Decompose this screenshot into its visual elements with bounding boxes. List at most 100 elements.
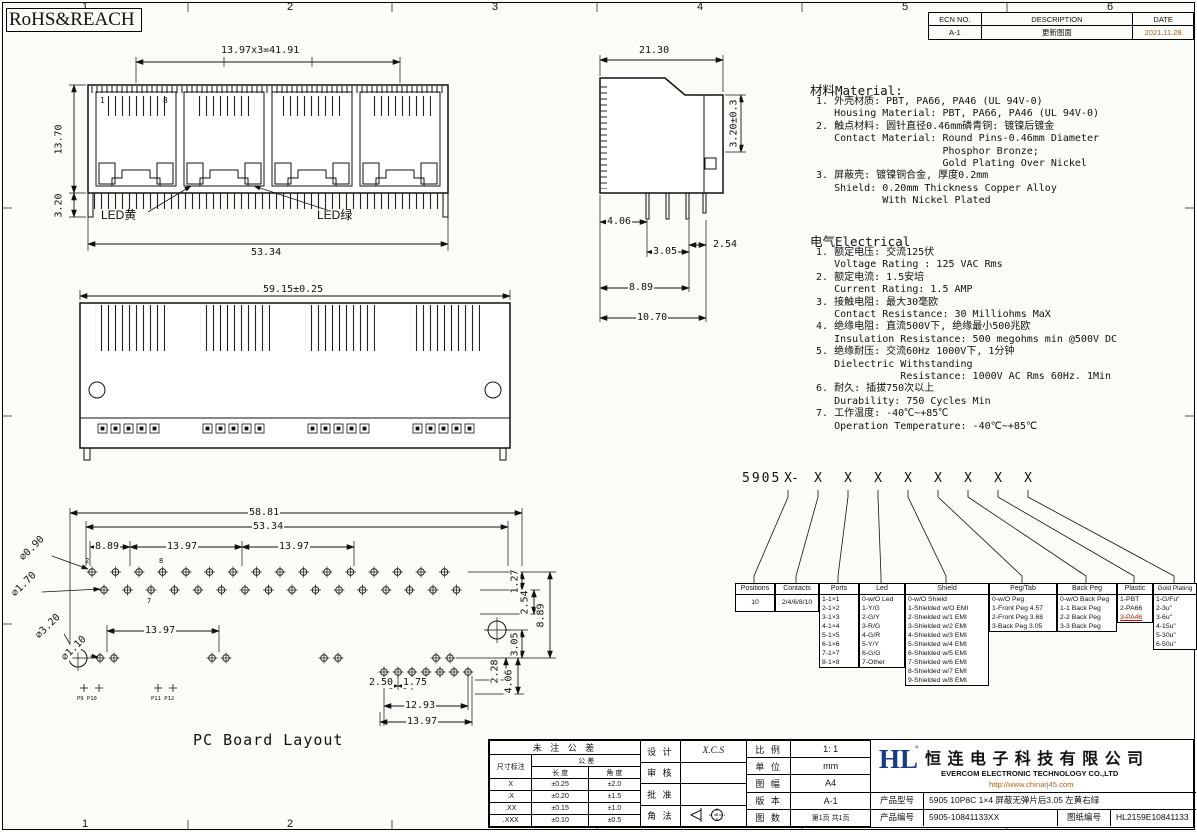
pcb-caption: PC Board Layout (193, 731, 344, 749)
ordering-option: 2-1×2 (822, 605, 840, 612)
unit-label: 单 位 (745, 757, 792, 776)
spec-line: 1. 额定电压: 交流125伏 (810, 247, 935, 258)
ordering-option: 2-G/Y (862, 614, 880, 621)
dim-front-height: 13.70 (53, 123, 65, 156)
tolerance-cell: .XXX (488, 814, 533, 827)
zone-number: 6 (1106, 1, 1114, 13)
ordering-option: 7-Other (862, 659, 886, 666)
spec-line: 2. 额定电流: 1.5安培 (810, 271, 925, 283)
projection-label: 角 法 (640, 804, 681, 827)
signature-table: 设 计 X.C.S 审 核 批 准 角 法 (640, 740, 748, 827)
spec-line: 5. 绝缘耐压: 交流60Hz 1000V下, 1分钟 (810, 346, 1015, 358)
dim-side-e: 10.70 (636, 312, 669, 323)
spec-line: 7. 工作温度: -40℃~+85℃ (810, 408, 949, 420)
company-logo: HL (879, 744, 919, 774)
electrical-spec-lines: 1. 额定电压: 交流125伏 Voltage Rating : 125 VAC… (810, 247, 1117, 433)
logo-mark-icon: ° (915, 744, 919, 754)
spec-line: 6. 耐久: 插拔750次以上 (810, 383, 935, 395)
dim-side-depth: 21.30 (638, 45, 671, 56)
dim-side-c: 2.54 (712, 239, 739, 250)
revision-value: A-1 (790, 791, 871, 810)
ordering-option: 3-Shielded w/2 EMI (908, 623, 967, 630)
pages-value: 第1页 共1页 (790, 808, 871, 827)
company-name-en: EVERCOM ELECTRONIC TECHNOLOGY CO.,LTD (941, 769, 1119, 778)
drawing-number-value: HL2159E10841133 (1116, 812, 1189, 822)
ordering-option: 1-1 Back Peg (1060, 605, 1101, 612)
product-code-label: 产品编号 (871, 809, 924, 826)
ordering-option: 6-Shielded w/5 EMI (908, 650, 967, 657)
size-value: A4 (790, 774, 871, 793)
company-block: HL ° 恒 连 电 子 科 技 有 限 公 司 EVERCOM ELECTRO… (870, 740, 1196, 826)
scale-value: 1: 1 (790, 739, 871, 759)
revision-label: 版 本 (745, 791, 792, 810)
spec-line: Current Rating: 1.5 AMP (810, 284, 973, 296)
tolerance-cell: ±1.0 (587, 802, 642, 815)
tolerance-cell: ±0.10 (531, 814, 589, 827)
dim-rear-width: 59.15±0.25 (262, 284, 325, 295)
part-number-x: X (934, 471, 942, 486)
ordering-option: 3-Back Peg 3.05 (992, 623, 1043, 630)
ecn-no: A-1 (928, 25, 982, 40)
ordering-option: 2-3u" (1156, 605, 1173, 612)
zone-number: 2 (286, 1, 294, 13)
ecn-header-date: DATE (1132, 12, 1194, 26)
size-label: 图 幅 (745, 774, 792, 793)
ecn-table: ECN NO. DESCRIPTION DATE A-1 更新图面 2021.1… (928, 12, 1194, 40)
part-number-fan-lines (753, 490, 1175, 583)
ecn-header-no: ECN NO. (928, 12, 982, 26)
dim-pcb-pitch-mid: 13.97 (144, 625, 177, 636)
ordering-option: 7-1×7 (822, 650, 840, 657)
part-number-x: X (964, 471, 972, 486)
sheet-info-table: 比 例 1: 1 单 位 mm 图 幅 A4 版 本 A-1 图 数 第1页 共… (745, 739, 871, 827)
spec-line: Operation Temperature: -40℃~+85℃ (810, 420, 1038, 432)
tolerance-cell: ±0.5 (587, 814, 642, 827)
led-yellow-label: LED黄 (100, 208, 138, 222)
approve-label: 批 准 (640, 783, 681, 806)
spec-line: Gold Plating Over Nickel (810, 158, 1087, 170)
ordering-option: 1-Shielded w/O EMI (908, 605, 969, 612)
ordering-option: 1-Front Peg 4.57 (992, 605, 1044, 612)
dim-side-b: 3.05 (652, 246, 679, 257)
ordering-option: 0-w/O Shield (908, 596, 947, 603)
ordering-option: 6-50u" (1156, 641, 1176, 648)
ordering-option: 5-Y/Y (862, 641, 879, 648)
product-model-value: 5905 10P8C 1×4 屏蔽无弹片后3.05 左黄右绿 (929, 795, 1100, 805)
pcb-pads-right-label: P11 P12 (151, 696, 175, 702)
zone-number: 5 (901, 1, 909, 13)
ordering-option: 2-Shielded w/1 EMI (908, 614, 967, 621)
dim-front-pitch: 13.97x3=41.91 (220, 45, 301, 56)
approver-name (679, 783, 748, 806)
zone-number: 1 (81, 818, 89, 830)
part-number-x: X (994, 471, 1002, 486)
dim-pcb-b2: 1.75 (402, 677, 429, 688)
part-number-x: X (874, 471, 882, 486)
led-green-label: LED绿 (316, 208, 354, 222)
company-name: 恒 连 电 子 科 技 有 限 公 司 (925, 751, 1145, 768)
zone-number: 2 (286, 818, 294, 830)
ordering-option: 5-Shielded w/4 EMI (908, 641, 967, 648)
ordering-column-header: Gold Plating (1154, 584, 1196, 595)
dim-pcb-b3: 12.93 (404, 700, 437, 711)
spec-line: Durability: 750 Cycles Min (810, 395, 991, 407)
spec-line: 4. 绝缘电阻: 直流500V下, 绝缘最小500兆欧 (810, 321, 1031, 333)
ordering-option: 1-Y/G (862, 605, 880, 612)
ordering-option: 7-Shielded w/6 EMI (908, 659, 967, 666)
pcb-pin8-label: 8 (159, 557, 164, 565)
ordering-option: 3-PA46 (1120, 614, 1143, 621)
dim-front-width: 53.34 (250, 247, 283, 258)
drawing-number-label: 图纸编号 (1058, 809, 1111, 826)
ordering-option: 1-PBT (1120, 596, 1140, 603)
scale-label: 比 例 (745, 739, 792, 759)
dim-pcb-pitch2: 13.97 (278, 541, 311, 552)
electrical-title: 电气Electrical (810, 234, 911, 249)
product-code-row: 产品编号 5905-10841133XX 图纸编号 HL2159E1084113… (871, 809, 1196, 826)
dim-pcb-pitch1: 13.97 (166, 541, 199, 552)
tolerance-cell: ±0.25 (531, 778, 589, 791)
spec-line: Dielectric Withstanding (810, 358, 973, 370)
